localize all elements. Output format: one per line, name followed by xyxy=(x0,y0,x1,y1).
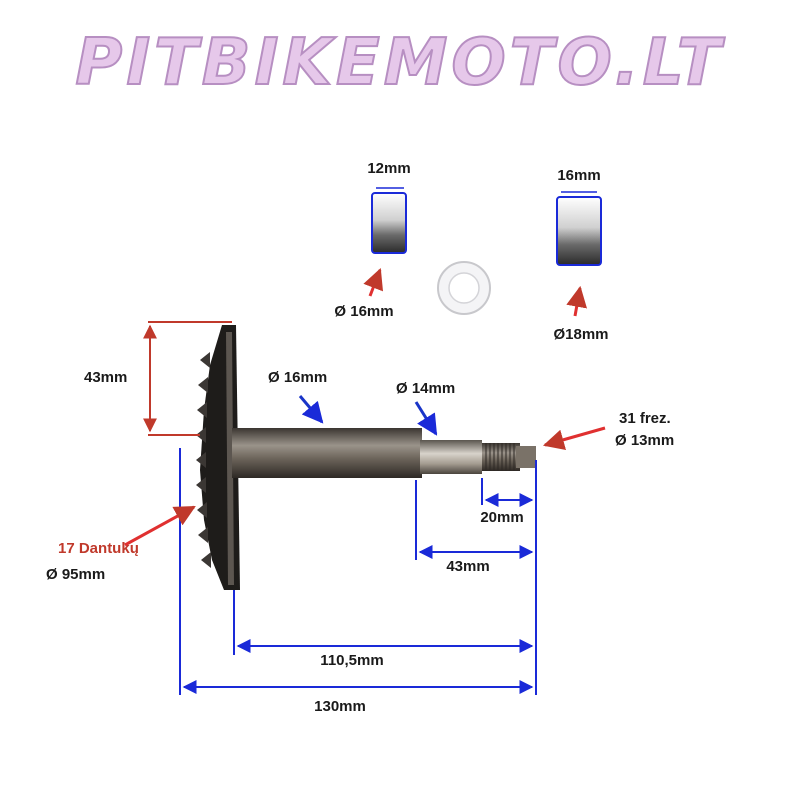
large-bushing-diameter: Ø18mm xyxy=(553,326,609,343)
logo-text: PITBIKEMOTO.LT xyxy=(74,25,725,101)
gear-diameter-label: Ø 95mm xyxy=(46,566,106,583)
large-bushing-width: 16mm xyxy=(557,167,601,184)
small-bushing-width: 12mm xyxy=(367,160,411,177)
washer xyxy=(437,261,491,315)
arrow-step-diameter xyxy=(414,401,438,436)
arrow-spline xyxy=(542,426,606,450)
shaft-length-label: 110,5mm xyxy=(320,652,384,669)
arrow-main-diameter xyxy=(298,395,324,424)
spline-length-label: 20mm xyxy=(480,509,524,526)
gear-teeth-label: 17 Dantukų xyxy=(58,540,139,557)
shaft-main-diameter-label: Ø 16mm xyxy=(268,369,328,386)
arrow-bushing-large xyxy=(566,285,588,317)
pointer-arrows xyxy=(124,268,606,547)
total-length-label: 130mm xyxy=(314,698,366,715)
gear-height-dimension xyxy=(143,321,232,436)
arrow-gear-teeth xyxy=(124,505,196,547)
dimension-lines xyxy=(179,187,597,695)
bushing-large xyxy=(556,196,602,266)
step-length-label: 43mm xyxy=(446,558,490,575)
gear xyxy=(196,325,240,590)
small-bushing-diameter: Ø 16mm xyxy=(334,303,394,320)
shaft-step-diameter-label: Ø 14mm xyxy=(396,380,456,397)
bushing-small xyxy=(371,192,407,254)
spline-count-label: 31 frez. xyxy=(619,410,671,427)
arrow-bushing-small xyxy=(363,268,384,297)
spline-diameter-label: Ø 13mm xyxy=(615,432,675,449)
gear-height-label: 43mm xyxy=(84,369,128,386)
shaft xyxy=(232,428,536,478)
